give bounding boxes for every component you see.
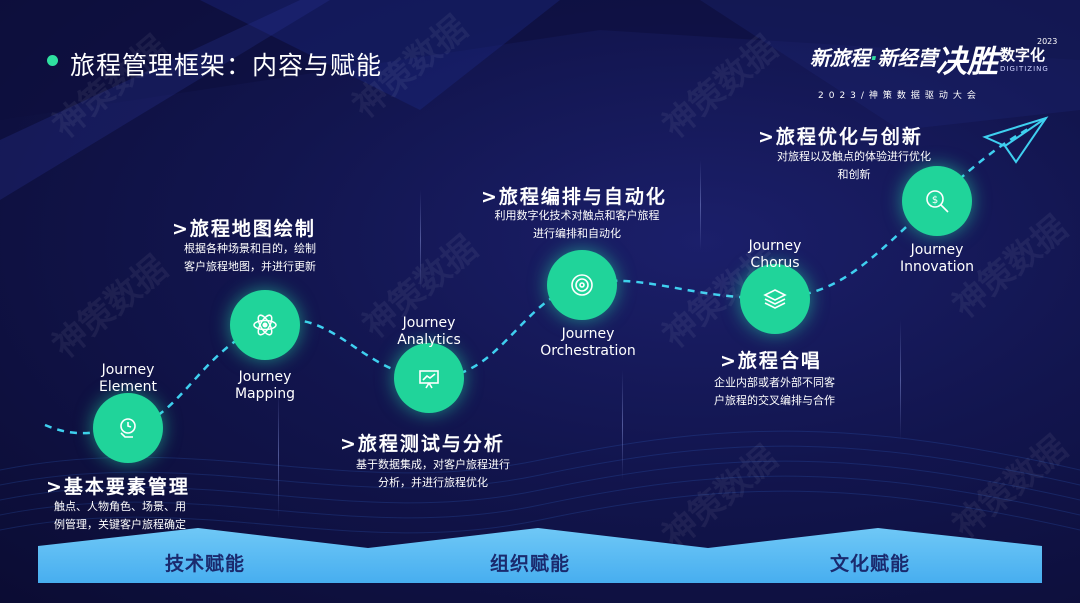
section-description: 利用数字化技术对触点和客户旅程 进行编排和自动化: [494, 209, 660, 240]
journey-analytics-node: [394, 343, 464, 413]
section-heading: >旅程编排与自动化: [481, 186, 667, 208]
svg-text:$: $: [932, 195, 938, 206]
section-description: 根据各种场景和目的，绘制 客户旅程地图，并进行更新: [184, 242, 316, 273]
logo-right-text: 数字化: [1000, 46, 1046, 64]
bottom-enablement-bar: [38, 528, 1042, 583]
divider: [700, 160, 701, 250]
page-title: 旅程管理框架：内容与赋能: [70, 51, 383, 80]
journey-element-node: [93, 393, 163, 463]
logo-big-text: 决胜: [936, 44, 998, 80]
divider: [622, 370, 623, 480]
bottom-label-org: 组织赋能: [490, 553, 571, 575]
node-label: Journey Chorus: [748, 238, 802, 271]
journey-mapping-node: [230, 290, 300, 360]
journey-innovation-node: $: [902, 166, 972, 236]
bottom-label-tech: 技术赋能: [165, 553, 246, 575]
money-search-icon: $: [926, 190, 949, 213]
node-label: Journey Mapping: [234, 369, 296, 402]
node-label: Journey Innovation: [899, 242, 975, 275]
section-heading: >旅程合唱: [720, 350, 822, 372]
layers-icon: [763, 289, 787, 309]
section-heading: >旅程地图绘制: [172, 218, 316, 240]
section-description: 触点、人物角色、场景、用 例管理，关键客户旅程确定: [54, 500, 186, 531]
logo-year: 2023: [1037, 37, 1058, 46]
atom-icon: [253, 314, 277, 336]
clock-hand-icon: [120, 418, 136, 438]
paper-plane-icon: [982, 116, 1049, 164]
divider: [420, 190, 421, 290]
node-label: Journey Orchestration: [540, 326, 636, 359]
journey-orchestration-node: [547, 250, 617, 320]
section-description: 基于数据集成，对客户旅程进行 分析，并进行旅程优化: [356, 458, 510, 489]
section-heading: >旅程测试与分析: [340, 433, 505, 455]
node-label: Journey Analytics: [397, 315, 461, 348]
section-heading: >旅程优化与创新: [758, 126, 923, 148]
target-icon: [571, 274, 593, 296]
bottom-label-culture: 文化赋能: [830, 553, 911, 575]
divider: [900, 320, 901, 440]
presentation-chart-icon: [419, 370, 439, 389]
section-heading: >基本要素管理: [46, 476, 190, 498]
conference-logo: 新旅程·新经营 决胜 数字化 2023 DIGITIZING 2023/神策数据…: [810, 36, 1057, 106]
node-label: Journey Element: [99, 362, 157, 395]
title-bullet: [47, 55, 58, 66]
logo-tagline: 新旅程·新经营: [810, 46, 938, 70]
logo-subtitle: 2023/神策数据驱动大会: [818, 91, 981, 101]
section-description: 对旅程以及触点的体验进行优化 和创新: [777, 150, 931, 181]
section-description: 企业内部或者外部不同客 户旅程的交叉编排与合作: [714, 376, 835, 407]
journey-chorus-node: [740, 264, 810, 334]
divider: [278, 390, 279, 520]
logo-digitizing: DIGITIZING: [1000, 65, 1049, 73]
